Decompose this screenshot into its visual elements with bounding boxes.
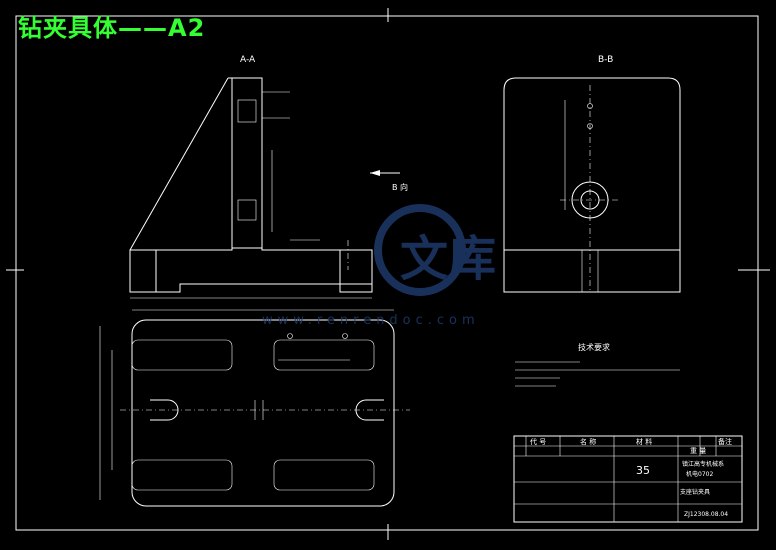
watermark: 文库 www.renrendoc.com [262,204,496,328]
plan-view [99,309,410,507]
weight-label: 重 量 [690,447,706,455]
title-block: 代 号 名 称 材 料 备注 重 量 35 镇江高专机械系 机电0702 支座钻… [513,435,743,523]
view-b-arrow: B 向 [370,170,408,192]
part-name: 支座钻夹具 [680,488,710,496]
watermark-url: www.renrendoc.com [262,313,480,328]
school-name: 镇江高专机械系 [682,460,724,468]
drawing-title: 钻夹具体——A2 [18,14,206,42]
section-bb-label: B-B [598,55,613,65]
drawing-number: ZJ12308.08.04 [684,511,728,518]
col-code: 代 号 [530,437,546,446]
tech-requirements-heading: 技术要求 [578,342,610,352]
technical-requirements: 技术要求 [515,342,680,387]
col-name: 名 称 [580,437,596,446]
view-b-arrow-label: B 向 [392,182,408,192]
section-bb-view: B-B [503,55,681,293]
col-material: 材 料 [636,437,652,446]
watermark-chars: 文库 [400,231,496,287]
material-value: 35 [636,464,650,477]
section-aa-label: A-A [240,55,256,65]
drawing-border [15,15,759,531]
section-aa-view: A-A [129,55,373,299]
col-remark: 备注 [718,437,732,446]
class-code: 机电0702 [686,470,713,478]
